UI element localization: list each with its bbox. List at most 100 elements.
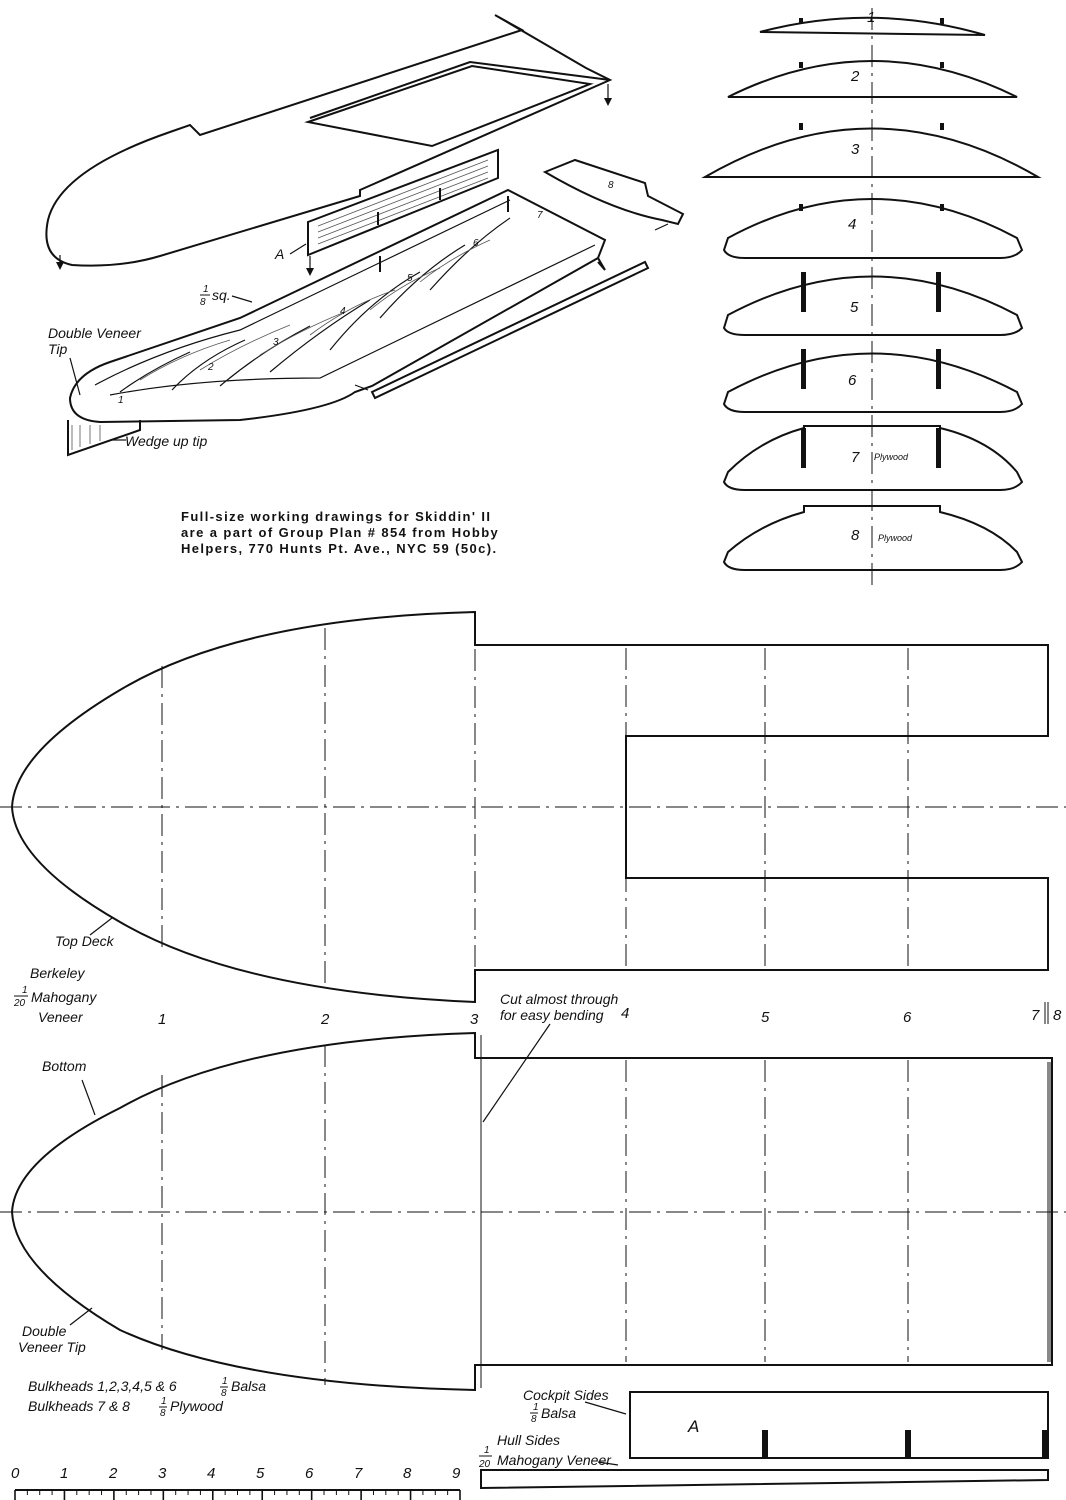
svg-text:8: 8: [531, 1414, 537, 1425]
svg-text:1: 1: [484, 1445, 490, 1456]
exploded-bulkhead-8: [542, 158, 685, 226]
svg-text:8: 8: [608, 180, 614, 191]
svg-text:2: 2: [850, 68, 860, 85]
svg-text:2: 2: [108, 1465, 118, 1482]
bottom-plan: Bottom Double Veneer Tip: [0, 1031, 1066, 1392]
svg-text:Mahogany: Mahogany: [31, 989, 97, 1005]
svg-text:3: 3: [851, 141, 860, 158]
cockpit-sides-part: A Cockpit Sides 1 8 Balsa: [523, 1387, 1049, 1459]
svg-text:1: 1: [161, 1396, 167, 1407]
svg-text:A: A: [687, 1417, 699, 1436]
bulkhead-4: [722, 198, 1024, 259]
plan-caption: Full-size working drawings for Skiddin' …: [181, 509, 581, 557]
station-numbers: 1 2 3 4 5 6 7 8: [158, 1002, 1062, 1028]
svg-text:7: 7: [851, 449, 860, 466]
svg-text:4: 4: [848, 216, 856, 233]
svg-text:8: 8: [200, 297, 206, 308]
svg-text:Bulkheads 7 & 8: Bulkheads 7 & 8: [28, 1398, 130, 1414]
svg-text:5: 5: [850, 299, 859, 316]
cockpit-side-outline: [629, 1391, 1049, 1459]
caption-line-3: Helpers, 770 Hunts Pt. Ave., NYC 59 (50c…: [181, 541, 498, 556]
svg-text:7: 7: [537, 210, 543, 221]
svg-text:for easy bending: for easy bending: [500, 1007, 604, 1023]
bulkhead-8: [722, 505, 1024, 571]
svg-text:2: 2: [320, 1011, 330, 1028]
bulkhead-1: [759, 16, 986, 36]
cut-note: Cut almost through: [500, 991, 618, 1007]
svg-text:8: 8: [403, 1465, 412, 1482]
exploded-label-a: A: [274, 246, 284, 262]
exploded-tip-label: Double Veneer: [48, 325, 142, 341]
bulkhead-5: [722, 275, 1024, 336]
svg-text:Veneer Tip: Veneer Tip: [18, 1339, 86, 1355]
svg-text:3: 3: [158, 1465, 167, 1482]
svg-text:3: 3: [470, 1011, 479, 1028]
top-deck-label: Top Deck: [55, 933, 115, 949]
top-deck-outline: [10, 610, 1049, 1004]
svg-text:8: 8: [160, 1408, 166, 1419]
caption-line-1: Full-size working drawings for Skiddin' …: [181, 509, 492, 524]
svg-text:Plywood: Plywood: [878, 533, 913, 543]
svg-text:1: 1: [222, 1376, 228, 1387]
bulkhead-6: [722, 352, 1024, 413]
svg-text:Plywood: Plywood: [170, 1398, 224, 1414]
exploded-wedge-label: Wedge up tip: [125, 433, 207, 449]
bulkhead-3: [701, 127, 1042, 178]
svg-text:5: 5: [761, 1009, 770, 1026]
svg-text:5: 5: [256, 1465, 265, 1482]
bottom-label: Bottom: [42, 1058, 87, 1074]
svg-text:6: 6: [903, 1009, 912, 1026]
exploded-top-deck: [45, 14, 613, 267]
svg-text:8: 8: [221, 1388, 227, 1399]
svg-text:20: 20: [478, 1459, 491, 1470]
svg-text:6: 6: [473, 238, 479, 249]
svg-text:3: 3: [273, 337, 279, 348]
svg-text:5: 5: [407, 273, 413, 284]
svg-text:Mahogany Veneer: Mahogany Veneer: [497, 1452, 612, 1468]
scale-ruler: 0 1 2 3 4 5 6 7 8 9: [11, 1465, 461, 1500]
caption-line-2: are a part of Group Plan # 854 from Hobb…: [181, 525, 500, 540]
svg-text:Plywood: Plywood: [874, 452, 909, 462]
svg-text:Tip: Tip: [48, 341, 68, 357]
exploded-rail: [370, 260, 650, 400]
top-deck-plan: Top Deck Berkeley 1 20 Mahogany Veneer: [0, 610, 1066, 1025]
svg-text:1: 1: [158, 1011, 166, 1028]
svg-text:Berkeley: Berkeley: [30, 965, 85, 981]
svg-text:2: 2: [207, 362, 214, 373]
hull-sides-label: Hull Sides: [497, 1432, 560, 1448]
exploded-hull-frame: [68, 188, 607, 424]
svg-text:1: 1: [203, 284, 209, 295]
svg-text:0: 0: [11, 1465, 20, 1482]
bottom-outline: [10, 1031, 1053, 1392]
svg-text:6: 6: [848, 372, 857, 389]
hull-sides-part: 1 20 Hull Sides Mahogany Veneer: [478, 1432, 1049, 1490]
svg-text:9: 9: [452, 1465, 461, 1482]
svg-text:7: 7: [1031, 1007, 1040, 1024]
exploded-cockpit-side: [307, 148, 499, 257]
exploded-wedge: [67, 420, 141, 457]
svg-text:7: 7: [354, 1465, 363, 1482]
exploded-cockpit-opening: [304, 64, 594, 148]
svg-text:1: 1: [118, 395, 124, 406]
exploded-deck-cutout: [309, 60, 611, 119]
svg-text:4: 4: [340, 306, 346, 317]
svg-text:Veneer: Veneer: [38, 1009, 84, 1025]
svg-text:8: 8: [851, 527, 860, 544]
svg-text:20: 20: [13, 998, 26, 1009]
svg-text:1: 1: [22, 985, 28, 996]
exploded-view: A 1 8 sq. Double Veneer Tip Wedge up tip…: [45, 14, 685, 457]
svg-text:1: 1: [533, 1402, 539, 1413]
cockpit-label: Cockpit Sides: [523, 1387, 609, 1403]
svg-text:1: 1: [60, 1465, 68, 1482]
bottom-tip-label: Double: [22, 1323, 67, 1339]
bulkhead-2: [727, 60, 1018, 98]
hull-side-strip: [480, 1469, 1049, 1490]
bulkhead-notes: Bulkheads 1,2,3,4,5 & 6 1 8 Balsa Bulkhe…: [28, 1376, 266, 1419]
svg-text:1: 1: [867, 9, 875, 26]
bulkhead-profiles: 1 2 3 4 5 6 7 Plywood 8 Plywood: [701, 8, 1042, 588]
svg-text:Bulkheads 1,2,3,4,5 & 6: Bulkheads 1,2,3,4,5 & 6: [28, 1378, 177, 1394]
exploded-strip-label: sq.: [212, 287, 231, 303]
bulkhead-7: [722, 425, 1024, 491]
